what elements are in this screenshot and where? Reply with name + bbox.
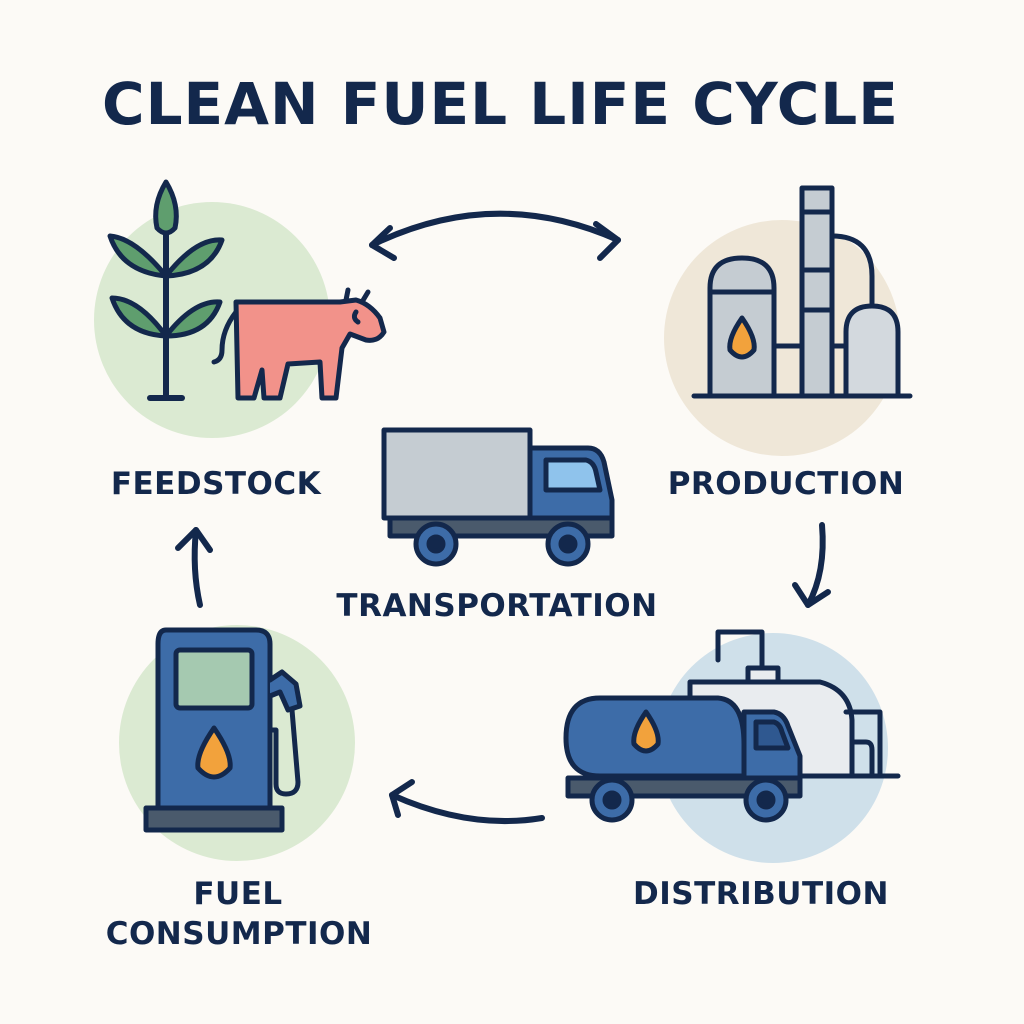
production-label: PRODUCTION	[667, 466, 905, 502]
fuel-consumption-label-line1: FUEL	[193, 876, 283, 912]
arrow-distribution-consumption	[389, 779, 545, 825]
truck-icon	[381, 427, 615, 567]
transportation-label: TRANSPORTATION	[336, 588, 658, 624]
arrow-feedstock-production	[369, 210, 621, 261]
fuel-consumption-label-line2: CONSUMPTION	[105, 916, 373, 952]
refinery-icon	[691, 185, 913, 399]
feedstock-label: FEEDSTOCK	[110, 466, 322, 502]
diagram-title: CLEAN FUEL LIFE CYCLE	[102, 70, 899, 138]
fuel-pump-icon	[143, 627, 303, 833]
cow-icon	[211, 287, 387, 401]
plant-icon	[107, 179, 225, 401]
arrow-consumption-feedstock	[175, 527, 213, 608]
arrow-production-distribution	[792, 522, 831, 608]
tanker-truck-icon	[563, 629, 901, 823]
distribution-label: DISTRIBUTION	[633, 876, 889, 912]
